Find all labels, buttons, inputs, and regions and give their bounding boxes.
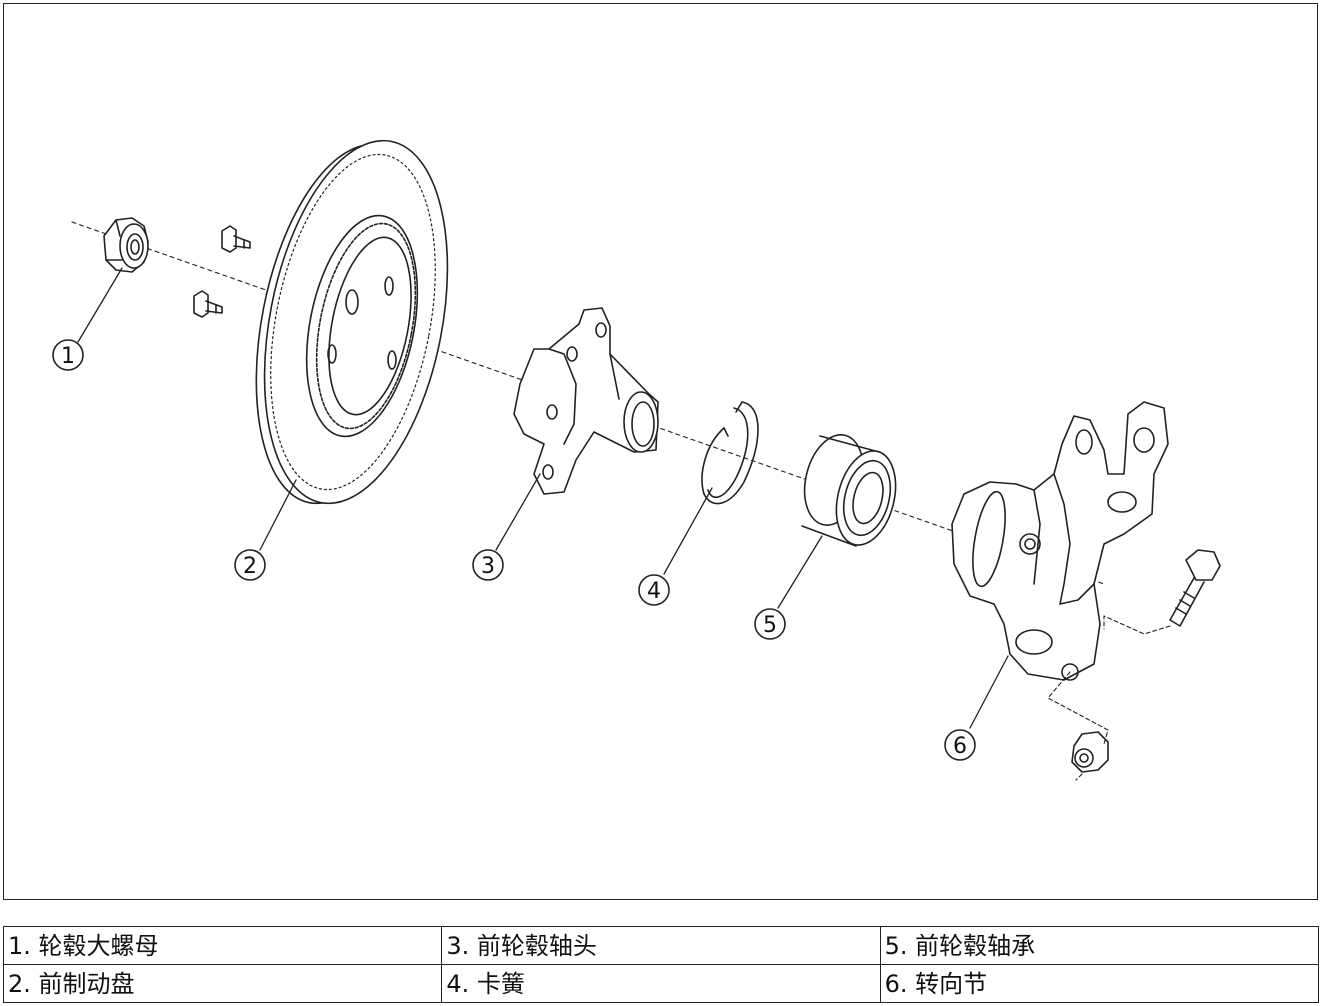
svg-text:1: 1 bbox=[61, 344, 75, 369]
svg-text:3: 3 bbox=[481, 554, 495, 579]
callout-2: 2 bbox=[234, 549, 266, 581]
callout-1: 1 bbox=[52, 339, 84, 371]
svg-text:5: 5 bbox=[763, 613, 777, 638]
leader-5 bbox=[777, 535, 823, 609]
brake-disc bbox=[255, 139, 449, 505]
legend-cell-1: 1. 轮毂大螺母 bbox=[2, 926, 443, 965]
legend-cell-4: 4. 卡簧 bbox=[441, 964, 881, 1003]
disc-screw-lower bbox=[193, 290, 223, 318]
callout-5: 5 bbox=[754, 608, 786, 640]
legend-row: 2. 前制动盘 4. 卡簧 6. 转向节 bbox=[2, 964, 1320, 1003]
exploded-diagram: 1 2 3 4 5 6 bbox=[52, 139, 1221, 781]
disc-screw-upper bbox=[221, 225, 251, 253]
steering-knuckle bbox=[951, 401, 1169, 681]
hub-bearing bbox=[801, 434, 897, 550]
legend-row: 1. 轮毂大螺母 3. 前轮毂轴头 5. 前轮毂轴承 bbox=[2, 926, 1320, 965]
leader-4 bbox=[663, 487, 713, 575]
callout-3: 3 bbox=[472, 549, 504, 581]
bolt-dashed-guide bbox=[1103, 615, 1171, 635]
knuckle-bolt bbox=[1169, 549, 1221, 627]
legend-cell-2: 2. 前制动盘 bbox=[2, 964, 443, 1003]
hub-nut bbox=[103, 217, 149, 273]
leader-6 bbox=[969, 655, 1009, 729]
leader-2 bbox=[259, 479, 297, 551]
exploded-diagram-frame: 1 2 3 4 5 6 bbox=[3, 3, 1318, 900]
svg-text:6: 6 bbox=[953, 734, 967, 759]
knuckle-nut bbox=[1071, 731, 1109, 773]
hub-axle bbox=[513, 307, 659, 495]
circlip bbox=[701, 401, 759, 505]
legend-cell-5: 5. 前轮毂轴承 bbox=[879, 926, 1320, 965]
svg-text:2: 2 bbox=[243, 554, 257, 579]
leader-1 bbox=[77, 267, 123, 343]
svg-text:4: 4 bbox=[647, 579, 661, 604]
parts-legend-table: 1. 轮毂大螺母 3. 前轮毂轴头 5. 前轮毂轴承 2. 前制动盘 4. 卡簧… bbox=[2, 926, 1320, 1003]
callout-4: 4 bbox=[638, 574, 670, 606]
legend-cell-3: 3. 前轮毂轴头 bbox=[441, 926, 881, 965]
nut-dashed-guide bbox=[1047, 671, 1109, 781]
legend-cell-6: 6. 转向节 bbox=[879, 964, 1320, 1003]
callout-6: 6 bbox=[944, 729, 976, 761]
leader-3 bbox=[495, 473, 541, 551]
